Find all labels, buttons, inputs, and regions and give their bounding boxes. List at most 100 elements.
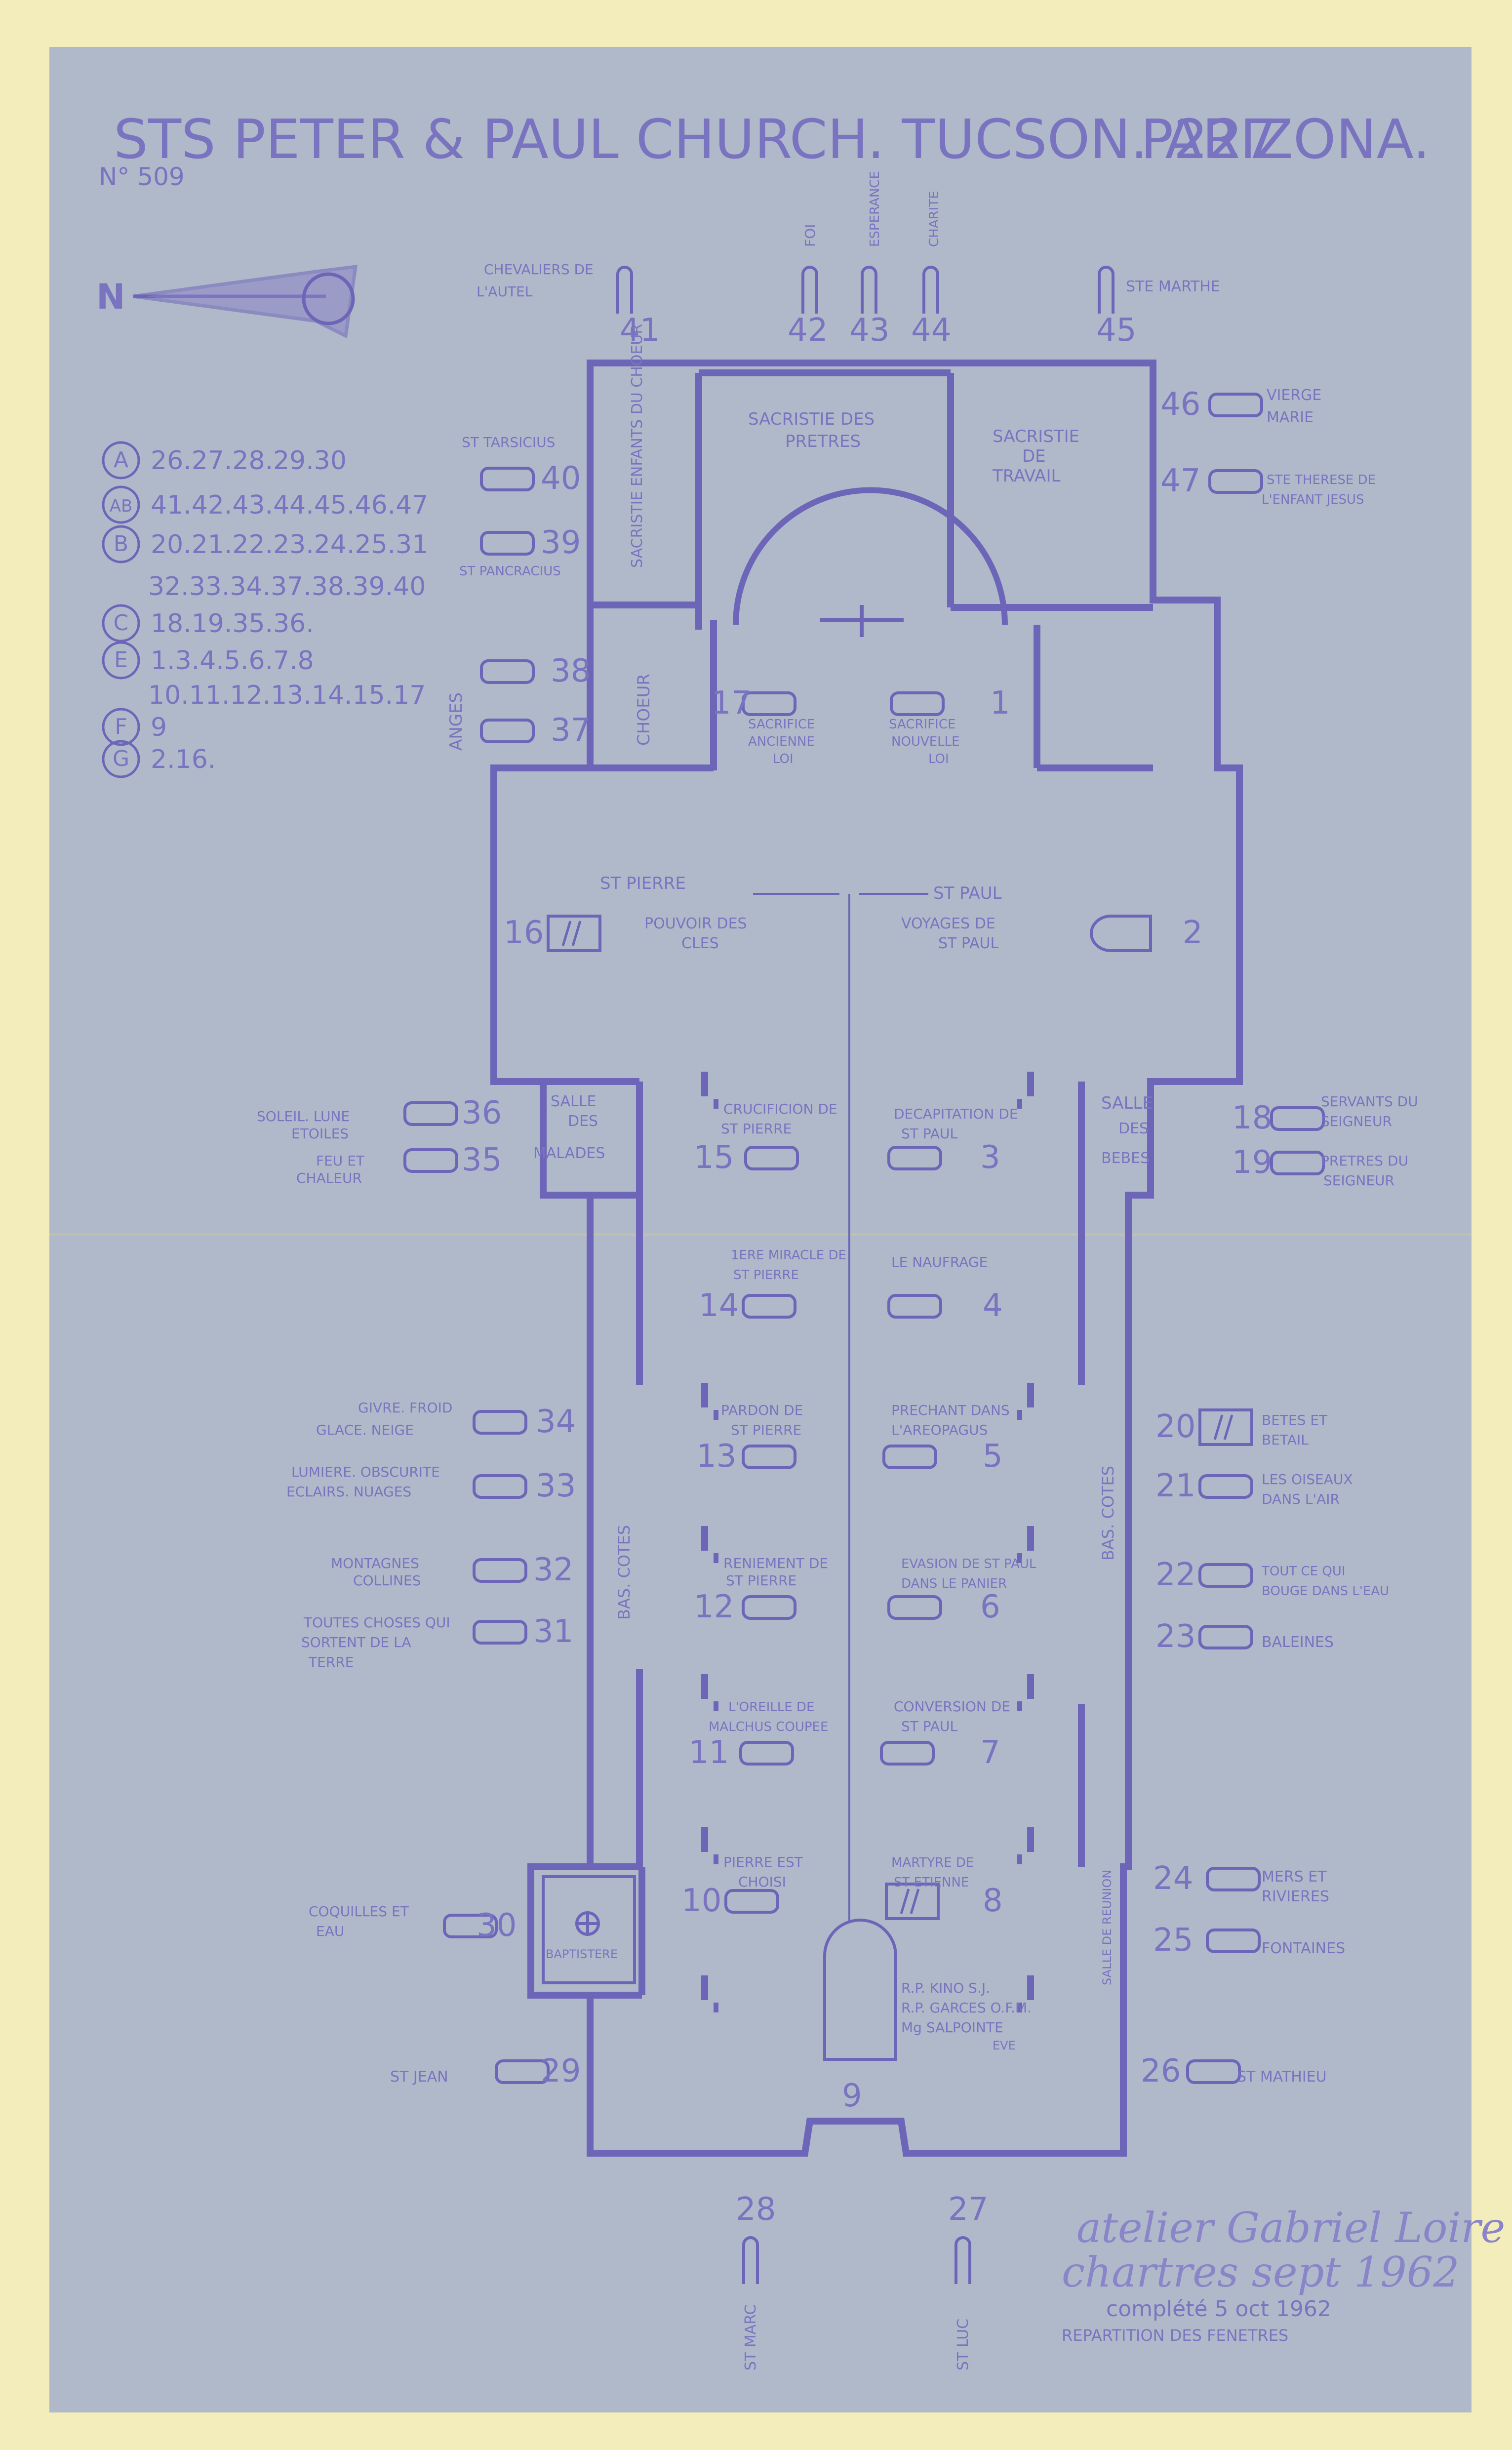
- baptismal-font-icon: [542, 1875, 636, 1984]
- window-marks: [403, 266, 1325, 2284]
- plan-code: P227: [1141, 108, 1277, 171]
- window-number: 26: [1141, 2053, 1181, 2089]
- window-marker: [1208, 469, 1263, 494]
- legend-letter: A: [114, 447, 128, 473]
- window-marker: [742, 691, 796, 716]
- legend-letter: E: [114, 647, 128, 673]
- window-caption: LES OISEAUX: [1262, 1471, 1353, 1487]
- room-sacristie-enfants: SACRISTIE ENFANTS DU CHOEUR: [629, 324, 646, 568]
- window-caption: FONTAINES: [1262, 1940, 1345, 1957]
- window-caption: EVASION DE ST PAUL: [901, 1557, 1036, 1571]
- window-number: 24: [1153, 1860, 1193, 1897]
- window-number: 41: [620, 312, 660, 349]
- window-caption: SERVANTS DU: [1321, 1093, 1418, 1110]
- window-caption: CLES: [681, 935, 719, 952]
- room-sacristie-pretres-1: SACRISTIE DES: [748, 409, 875, 429]
- window-caption: BALEINES: [1262, 1634, 1334, 1651]
- window-number: 38: [551, 653, 591, 689]
- window-caption: SORTENT DE LA: [301, 1634, 411, 1650]
- signature-note: REPARTITION DES FENETRES: [1062, 2326, 1288, 2345]
- window-marker: [887, 1146, 942, 1170]
- window-caption: LOI: [928, 752, 949, 766]
- label-st-paul: ST PAUL: [933, 884, 1002, 903]
- window-number: 13: [696, 1438, 736, 1475]
- window-number: 7: [980, 1734, 1000, 1771]
- window-caption: CHARITE: [927, 191, 942, 247]
- north-label: N: [96, 277, 125, 317]
- window-number: 39: [541, 524, 581, 561]
- room-baptistere: BAPTISTERE: [546, 1947, 618, 1961]
- window-number: 3: [980, 1139, 1000, 1176]
- window-caption: MALCHUS COUPEE: [709, 1720, 828, 1734]
- window-hatch: [900, 1888, 920, 1914]
- nave-pillars: [701, 1072, 1034, 2012]
- room-sacristie-travail-2: DE: [1022, 446, 1046, 466]
- window-caption: LUMIERE. OBSCURITE: [291, 1464, 440, 1480]
- room-salle-malades-3: MALADES: [533, 1145, 605, 1162]
- window-caption: ST MARC: [742, 2304, 759, 2370]
- window-caption: L'AREOPAGUS: [891, 1422, 988, 1438]
- window-marker: [1208, 393, 1263, 417]
- window-caption: SACRIFICE: [748, 717, 815, 732]
- window-number: 11: [689, 1734, 729, 1771]
- window-caption: RIVIERES: [1262, 1888, 1329, 1905]
- window-caption: ST LUC: [955, 2319, 972, 2370]
- pillar: [1027, 1674, 1034, 1699]
- window-caption: RENIEMENT DE: [723, 1555, 828, 1571]
- window-caption: BOUGE DANS L'EAU: [1262, 1584, 1389, 1599]
- pillar: [701, 1383, 708, 1407]
- north-arrow: [133, 264, 358, 339]
- window-marker: [473, 1620, 527, 1645]
- window-number: 36: [462, 1095, 502, 1131]
- window-caption: CHALEUR: [296, 1170, 362, 1186]
- signature-completed: complété 5 oct 1962: [1106, 2296, 1331, 2322]
- pillar: [1027, 1827, 1034, 1852]
- window-marker: [480, 719, 535, 743]
- window-caption: COQUILLES ET: [309, 1903, 409, 1920]
- room-sacristie-travail-3: TRAVAIL: [992, 466, 1060, 486]
- window-caption: GLACE. NEIGE: [316, 1422, 414, 1438]
- legend-circle-icon: [102, 485, 140, 524]
- window-caption: PIERRE EST: [723, 1854, 803, 1870]
- window-marker: [880, 1741, 935, 1766]
- pillar-base: [1017, 2003, 1022, 2012]
- plan-title: STS PETER & PAUL CHURCH. TUCSON. ARIZONA…: [114, 108, 1430, 171]
- window-caption: ST PANCRACIUS: [459, 564, 561, 579]
- window-caption: L'ENFANT JESUS: [1262, 492, 1364, 507]
- window-number: 33: [536, 1468, 576, 1504]
- window-caption: DECAPITATION DE: [894, 1106, 1018, 1122]
- window-number: 34: [536, 1404, 576, 1440]
- window-number: 44: [911, 312, 951, 349]
- room-bas-cotes-right: BAS. COTES: [1099, 1466, 1117, 1561]
- window-caption: PARDON DE: [721, 1402, 803, 1418]
- pillar: [1027, 1072, 1034, 1096]
- pillar: [1027, 1975, 1034, 2000]
- apse-arc: [733, 487, 1008, 625]
- pillar-base: [1017, 1701, 1022, 1711]
- room-salle-bebes-1: SALLE: [1101, 1093, 1153, 1113]
- room-choeur: CHOEUR: [634, 674, 654, 746]
- window-caption: CHEVALIERS DE: [484, 261, 594, 278]
- window-number: 1: [990, 685, 1010, 722]
- window-number: 32: [533, 1552, 573, 1588]
- window-caption: TOUTES CHOSES QUI: [303, 1614, 450, 1631]
- window-marker: [443, 1914, 498, 1938]
- window-caption: ST ETIENNE: [894, 1875, 969, 1890]
- legend-text: 9: [151, 713, 167, 742]
- window-caption: EAU: [316, 1923, 344, 1939]
- window-caption: COLLINES: [353, 1572, 421, 1589]
- window-marker: [1198, 1625, 1253, 1649]
- window-marker: [861, 266, 877, 314]
- window-caption: PRETRES DU: [1321, 1153, 1408, 1169]
- dedication-line-3: Mg SALPOINTE: [901, 2019, 1003, 2036]
- window-number: 30: [477, 1907, 517, 1944]
- pillar-base: [714, 1099, 718, 1109]
- window-marker: [742, 1294, 796, 1319]
- window-caption: ETOILES: [291, 1125, 349, 1142]
- window-marker: [473, 1558, 527, 1583]
- window-caption: ESPERANCE: [868, 171, 882, 247]
- window-number: 16: [504, 915, 544, 951]
- window-number: 12: [694, 1589, 734, 1625]
